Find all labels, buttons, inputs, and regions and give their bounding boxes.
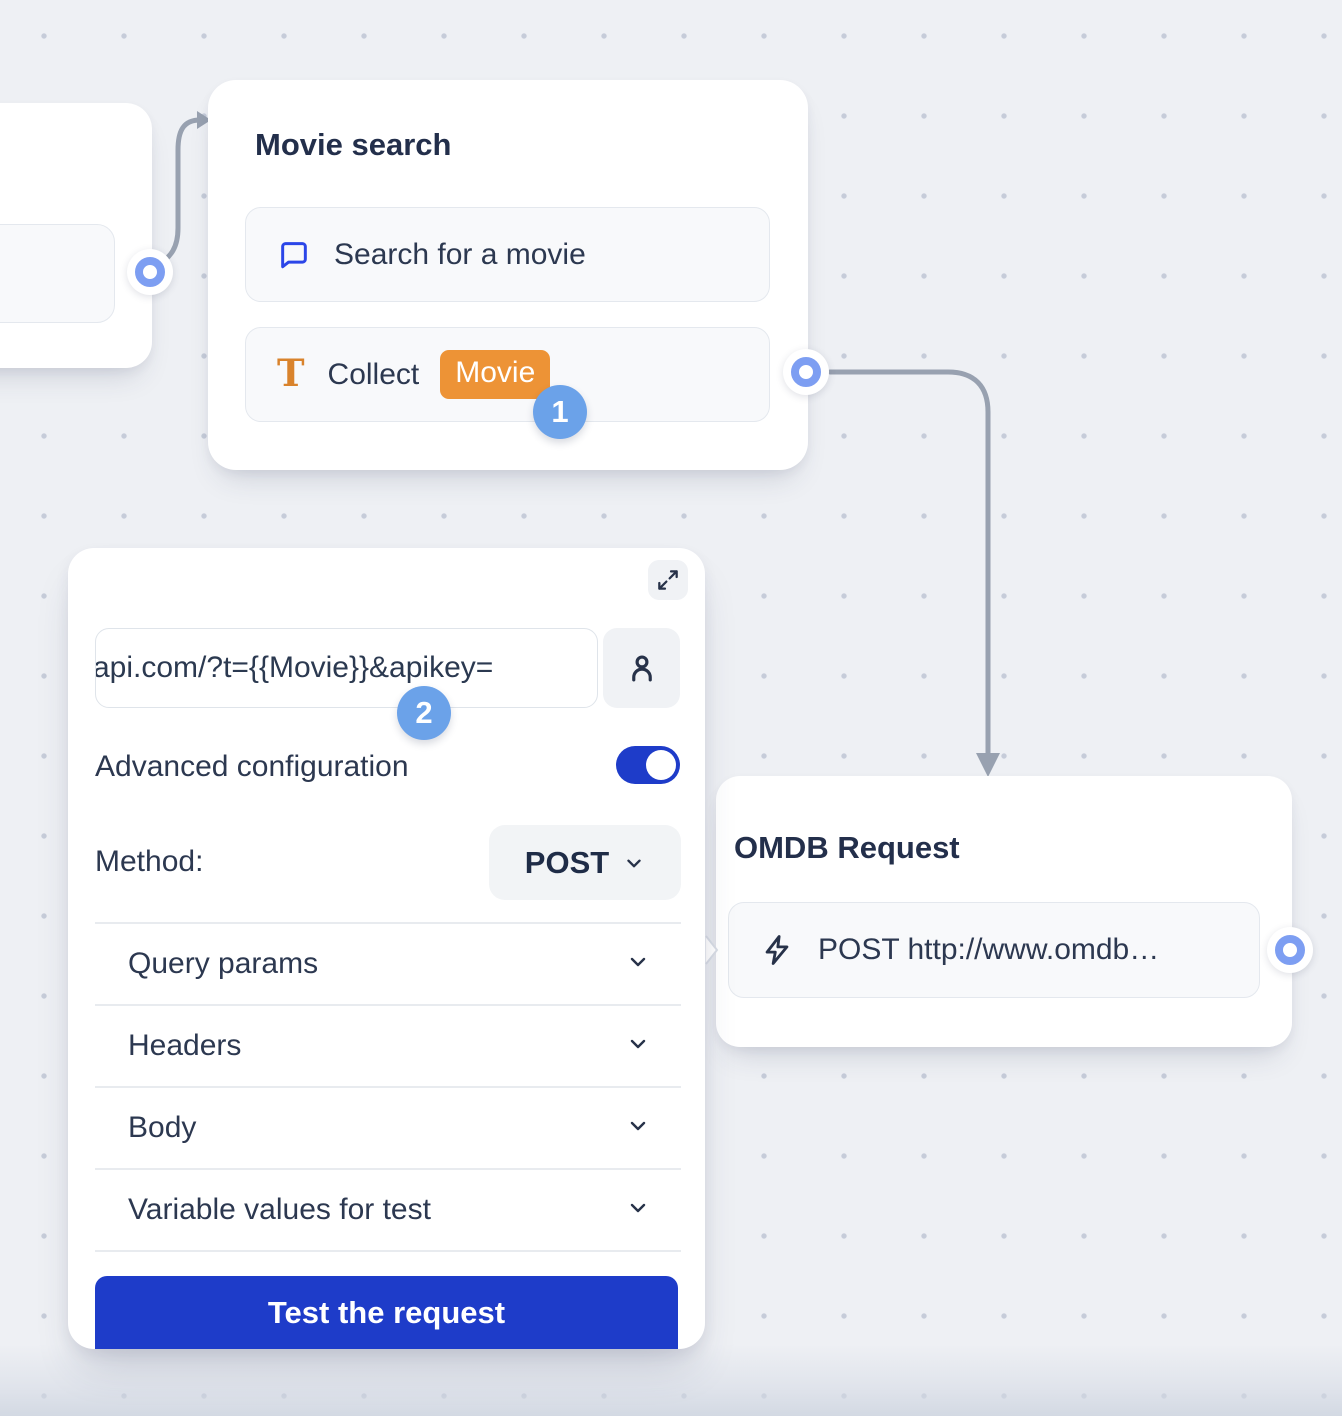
divider	[95, 1004, 681, 1006]
chat-bubble-icon	[277, 238, 311, 272]
partial-node-item[interactable]	[0, 224, 115, 323]
accordion-headers[interactable]: Headers	[68, 1005, 705, 1087]
output-port-left-node[interactable]	[127, 249, 173, 295]
webhook-config-panel: api.com/?t={{Movie}}&apikey= Advanced co…	[68, 548, 705, 1349]
divider	[95, 1250, 681, 1252]
panel-pointer-icon	[705, 935, 719, 965]
node-title: OMDB Request	[734, 830, 960, 865]
expand-icon	[658, 570, 678, 590]
arrowhead-down-icon	[976, 753, 1000, 777]
chevron-down-icon	[627, 859, 641, 867]
node-item-collect-movie[interactable]: T Collect Movie	[245, 327, 770, 422]
chevron-down-icon	[626, 950, 650, 979]
port-ring-icon	[1275, 935, 1305, 965]
output-port-omdb-request[interactable]	[1267, 927, 1313, 973]
text-input-icon: T	[277, 350, 305, 395]
accordion-label: Body	[128, 1111, 197, 1144]
annotation-step-2: 2	[397, 686, 451, 740]
chevron-down-icon	[626, 1196, 650, 1225]
advanced-configuration-toggle[interactable]	[616, 746, 680, 784]
variable-badge-movie: Movie	[440, 350, 551, 399]
node-item-label: POST http://www.omdb…	[818, 933, 1160, 966]
divider	[95, 922, 681, 924]
method-dropdown[interactable]: POST	[489, 825, 681, 900]
accordion-label: Query params	[128, 947, 319, 980]
accordion-variable-values[interactable]: Variable values for test	[68, 1169, 705, 1251]
partial-left-node[interactable]	[0, 103, 152, 368]
node-item-label: Search for a movie	[334, 237, 586, 271]
advanced-configuration-label: Advanced configuration	[95, 750, 409, 783]
connector-movie-search-to-omdb	[827, 369, 991, 757]
node-item-label: Collect	[327, 357, 420, 391]
accordion-label: Headers	[128, 1029, 242, 1062]
variable-picker-button[interactable]	[603, 628, 680, 708]
node-omdb-request[interactable]: OMDB Request POST http://www.omdb…	[716, 776, 1292, 1047]
connector-left-to-movie-search	[152, 117, 203, 269]
node-movie-search[interactable]: Movie search Search for a movie T Collec…	[208, 80, 808, 470]
accordion-label: Variable values for test	[128, 1193, 431, 1226]
chevron-down-icon	[626, 1114, 650, 1143]
divider	[95, 1086, 681, 1088]
divider	[95, 1168, 681, 1170]
method-label: Method:	[95, 845, 204, 878]
test-request-button[interactable]: Test the request	[95, 1276, 678, 1349]
person-icon	[631, 655, 652, 682]
bottom-gradient	[0, 1344, 1342, 1416]
toggle-knob	[646, 750, 676, 780]
expand-button[interactable]	[648, 560, 688, 600]
node-title: Movie search	[255, 127, 452, 162]
port-ring-icon	[135, 257, 165, 287]
chevron-down-icon	[626, 1032, 650, 1061]
lightning-icon	[760, 933, 794, 967]
output-port-movie-search[interactable]	[783, 349, 829, 395]
accordion-body[interactable]: Body	[68, 1087, 705, 1169]
accordion-query-params[interactable]: Query params	[68, 923, 705, 1005]
node-item-post-request[interactable]: POST http://www.omdb…	[728, 902, 1260, 998]
url-input[interactable]: api.com/?t={{Movie}}&apikey=	[95, 628, 598, 708]
url-input-value: api.com/?t={{Movie}}&apikey=	[95, 651, 494, 684]
port-ring-icon	[791, 357, 821, 387]
node-item-search-for-movie[interactable]: Search for a movie	[245, 207, 770, 302]
annotation-step-1: 1	[533, 385, 587, 439]
method-value: POST	[524, 844, 610, 880]
